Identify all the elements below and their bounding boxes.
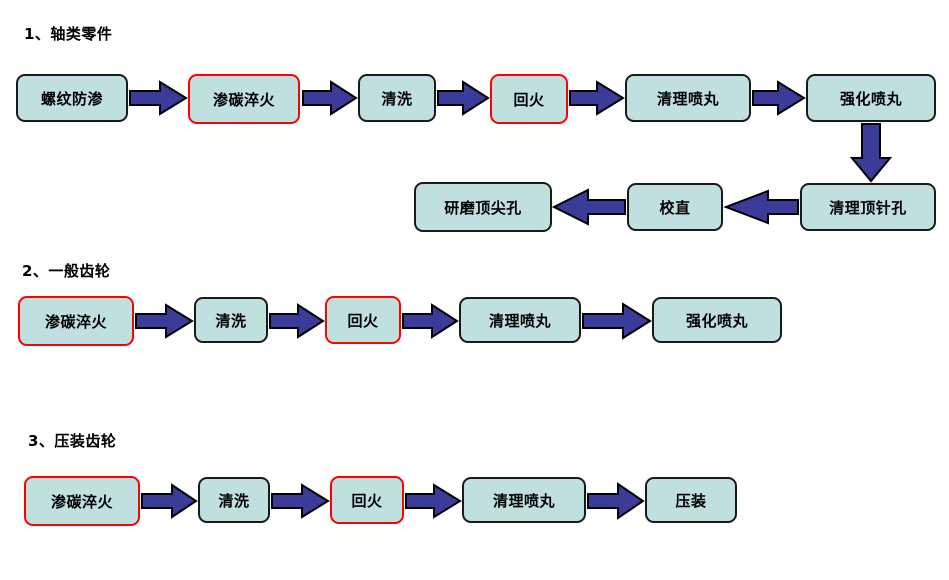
node-s3-yazhuang[interactable]: 压装 [645, 477, 737, 523]
node-s1-jiaozhi[interactable]: 校直 [627, 183, 723, 231]
arrow-right-s3-shentan-to-qingxi [141, 483, 198, 519]
node-s3-huihuo[interactable]: 回火 [330, 476, 404, 524]
node-s1-qingli-dingzhenkong[interactable]: 清理顶针孔 [800, 183, 936, 231]
node-s3-qingxi[interactable]: 清洗 [198, 477, 270, 523]
node-s1-yanmo-dingjiankong[interactable]: 研磨顶尖孔 [414, 182, 552, 232]
section-heading-1: 1、轴类零件 [24, 25, 113, 43]
node-s3-qingli-penwan[interactable]: 清理喷丸 [462, 477, 586, 523]
arrow-right-shentan-to-qingxi [302, 80, 358, 116]
node-s2-qingli-penwan[interactable]: 清理喷丸 [459, 297, 581, 343]
node-s2-shentan-cuihuo[interactable]: 渗碳淬火 [18, 296, 134, 346]
arrow-right-s3-huihuo-to-qingli [405, 483, 462, 519]
node-s1-luowen-fangshen[interactable]: 螺纹防渗 [16, 74, 128, 122]
node-s2-qingxi[interactable]: 清洗 [194, 297, 268, 343]
arrow-right-luowen-to-shentan [129, 80, 188, 116]
node-s2-qianghua-penwan[interactable]: 强化喷丸 [652, 297, 782, 343]
arrow-right-s3-qingxi-to-huihuo [271, 483, 330, 519]
node-s1-qianghua-penwan[interactable]: 强化喷丸 [806, 74, 936, 122]
node-s1-qingxi[interactable]: 清洗 [358, 74, 436, 122]
node-s3-shentan-cuihuo[interactable]: 渗碳淬火 [24, 476, 140, 526]
arrow-right-s2-qingxi-to-huihuo [269, 303, 325, 339]
section-heading-3: 3、压装齿轮 [28, 432, 117, 450]
arrow-right-s2-qingli-to-qianghua [582, 302, 652, 340]
node-s1-shentan-cuihuo[interactable]: 渗碳淬火 [188, 74, 300, 124]
node-s1-qingli-penwan[interactable]: 清理喷丸 [625, 74, 751, 122]
arrow-right-s3-qingli-to-yazhuang [587, 482, 645, 520]
node-s2-huihuo[interactable]: 回火 [325, 296, 401, 344]
node-s1-huihuo[interactable]: 回火 [490, 74, 568, 124]
section-heading-2: 2、一般齿轮 [22, 262, 111, 280]
arrow-left-qinglidingzhen-to-jiaozhi [723, 189, 799, 225]
arrow-right-qingli-to-qianghua [752, 80, 806, 116]
arrow-right-s2-huihuo-to-qingli [402, 303, 459, 339]
arrow-left-jiaozhi-to-yanmo [551, 188, 626, 226]
arrow-right-huihuo-to-qingli [569, 80, 625, 116]
arrow-right-qingxi-to-huihuo [437, 80, 490, 116]
arrow-right-s2-shentan-to-qingxi [135, 303, 194, 339]
arrow-down-qianghua-to-qinglidingzhen [849, 123, 893, 183]
